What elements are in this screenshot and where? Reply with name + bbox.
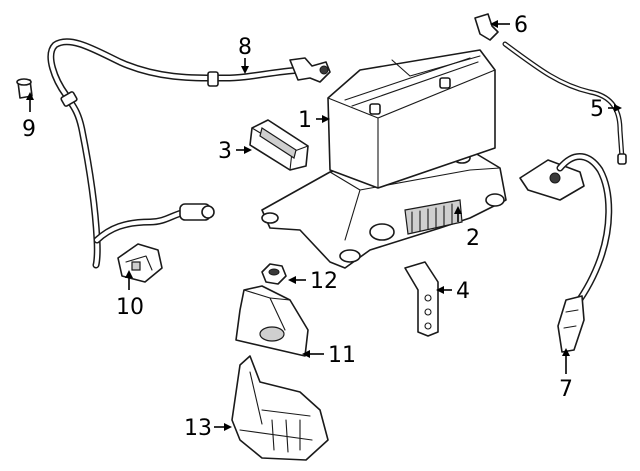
bracket-drawing xyxy=(404,261,439,337)
callout-nut: 12 xyxy=(310,269,338,294)
hold-down-drawing xyxy=(249,119,309,171)
callout-labels: 1 2 3 4 5 6 7 8 9 10 11 12 13 xyxy=(22,13,604,441)
heat-shield-drawing xyxy=(235,285,309,357)
callout-support-bracket: 13 xyxy=(184,416,212,441)
nut-drawing xyxy=(261,263,287,285)
callout-battery-tray: 2 xyxy=(466,226,480,251)
cable-clip-drawing xyxy=(117,243,163,283)
battery-tray-drawing xyxy=(261,149,507,269)
battery-drawing xyxy=(327,49,496,189)
callout-positive-cable: 8 xyxy=(238,35,252,60)
callout-cap: 9 xyxy=(22,117,36,142)
positive-cable-drawing xyxy=(47,38,331,269)
negative-cable-drawing xyxy=(519,153,613,353)
callout-negative-cable: 7 xyxy=(559,377,573,402)
callout-vent-tube: 5 xyxy=(590,97,604,122)
callout-battery: 1 xyxy=(298,108,312,133)
callout-heat-shield: 11 xyxy=(328,343,356,368)
callout-hold-down: 3 xyxy=(218,139,232,164)
callout-vent-elbow: 6 xyxy=(514,13,528,38)
vent-assembly-drawing xyxy=(474,13,627,165)
callout-bracket: 4 xyxy=(456,279,470,304)
support-bracket-drawing xyxy=(231,355,329,461)
leader-lines xyxy=(26,20,622,431)
callout-cable-clip: 10 xyxy=(116,295,144,320)
